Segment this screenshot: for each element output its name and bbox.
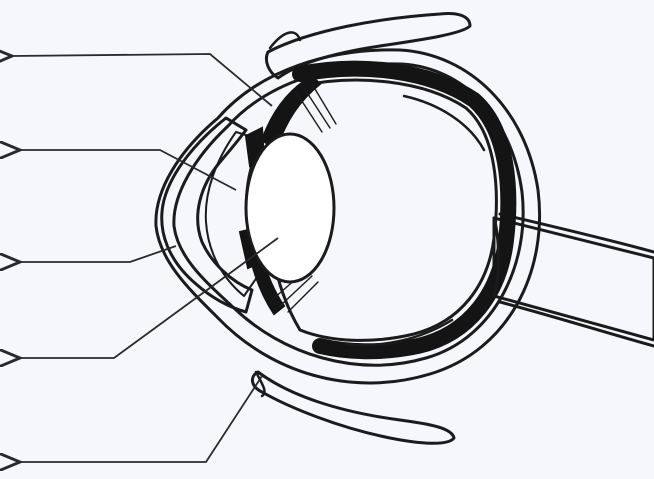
lens — [246, 134, 334, 282]
pointer-arrow-2 — [20, 150, 236, 190]
pointer-arrow-1 — [12, 54, 272, 106]
pointer-arrow-3 — [20, 246, 176, 262]
pointer-arrow-5 — [20, 376, 262, 462]
optic-nerve-sheath-lower — [500, 302, 654, 346]
